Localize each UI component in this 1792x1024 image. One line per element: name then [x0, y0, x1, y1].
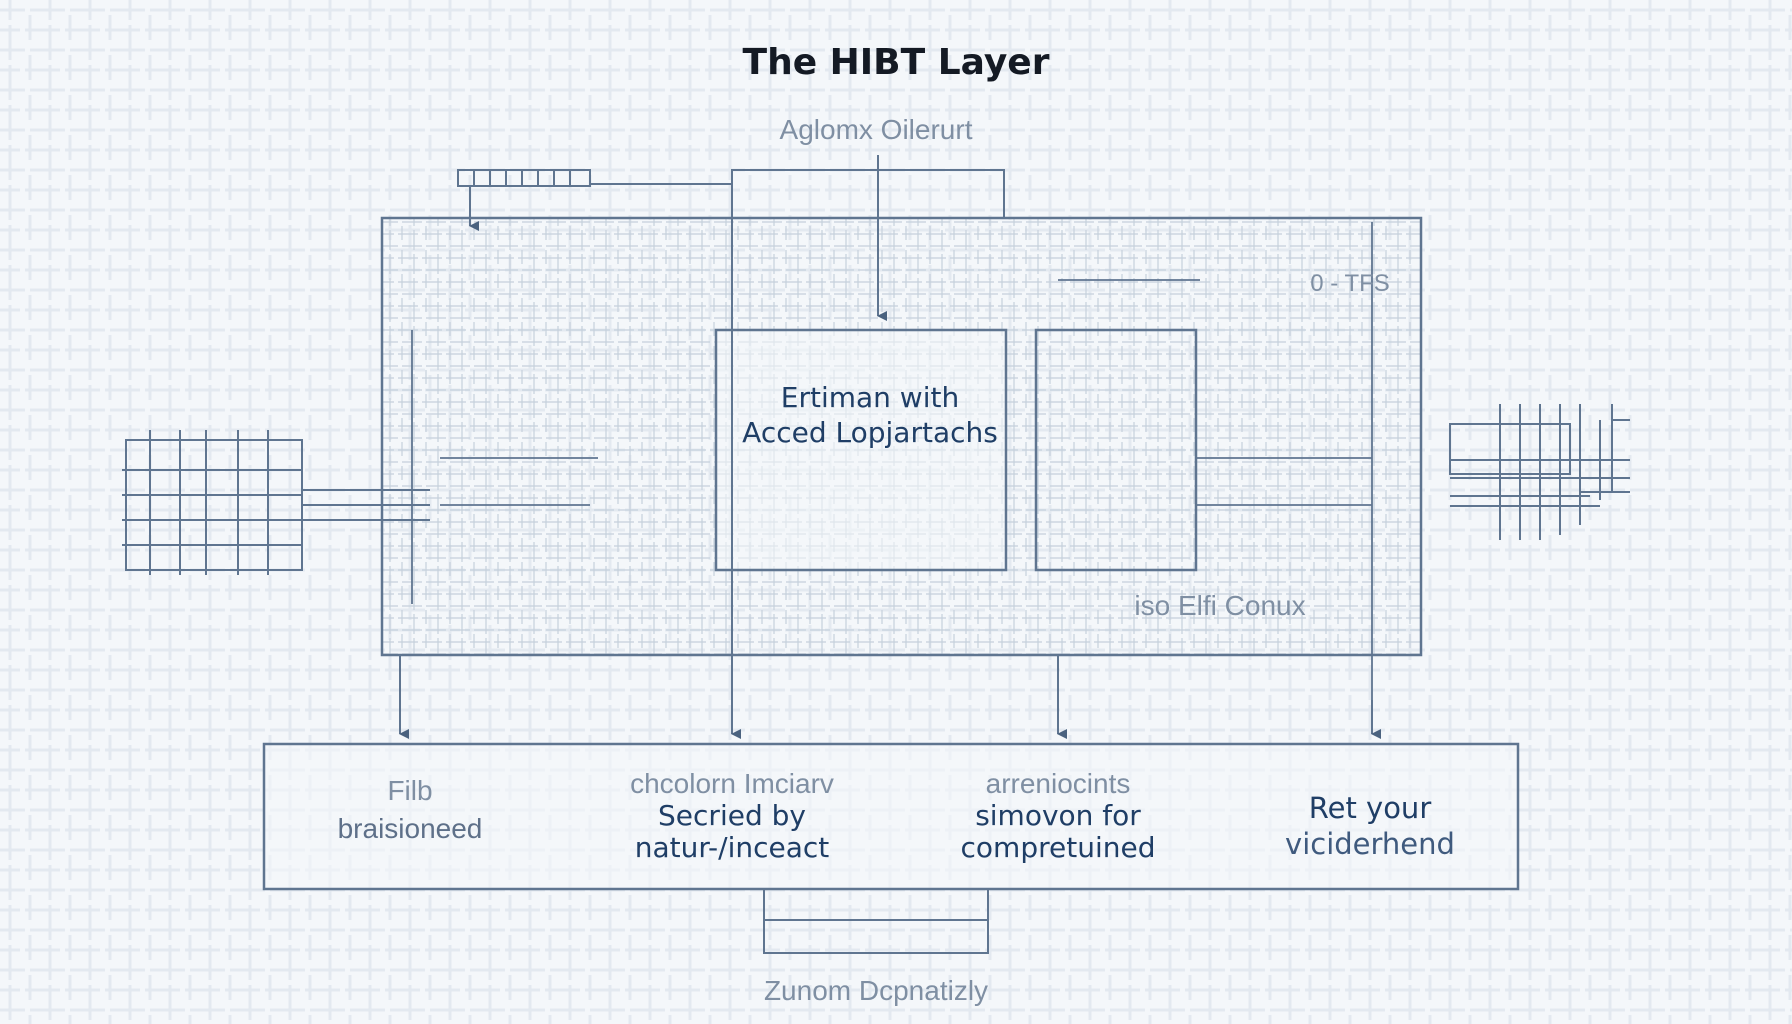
right-grid: [1449, 404, 1630, 540]
bottom-panel: [262, 742, 1520, 891]
column-3-line-1: simovon for: [975, 799, 1141, 832]
left-grid: [122, 430, 430, 575]
column-1-sub: Filb: [387, 775, 433, 806]
center-box-line-2: Acced Lopjartachs: [742, 416, 998, 449]
center-box: [714, 328, 1008, 572]
column-2-line-2: natur-/inceact: [634, 831, 830, 864]
down-arrows: [399, 218, 1381, 739]
column-3-line-2: compretuined: [960, 831, 1156, 864]
column-4-line-1: Ret your: [1308, 791, 1432, 825]
bottom-label: Zunom Dcpnatizly: [763, 975, 989, 1006]
page-title: The HIBT Layer: [742, 42, 1050, 83]
right-inner-box: [1034, 328, 1198, 572]
column-4: Ret your viciderhend: [1240, 790, 1500, 862]
center-box-line-1: Ertiman with: [780, 381, 960, 414]
column-4-line-2: viciderhend: [1285, 827, 1455, 861]
inner-label: iso Elfi Conux: [1134, 590, 1306, 621]
column-2: chcolorn Imciarv Secried by natur-/incea…: [592, 768, 872, 864]
corner-label: 0 - TFS: [1310, 270, 1390, 297]
center-box-text: Ertiman with Acced Lopjartachs: [700, 380, 1040, 450]
top-label: Aglomx Oilerurt: [779, 114, 973, 145]
column-1-line-1: braisioneed: [337, 813, 483, 844]
top-left-ladder: [457, 169, 732, 231]
top-connector-frame: [731, 169, 1005, 219]
bottom-connector: [763, 888, 989, 954]
column-2-line-1: Secried by: [658, 799, 806, 832]
column-1: Filb braisioneed: [300, 772, 520, 848]
column-3: arreniocints simovon for compretuined: [920, 768, 1196, 864]
column-3-sub: arreniocints: [985, 768, 1131, 799]
column-2-sub: chcolorn Imciarv: [630, 768, 834, 799]
internal-lines: [411, 222, 1373, 700]
